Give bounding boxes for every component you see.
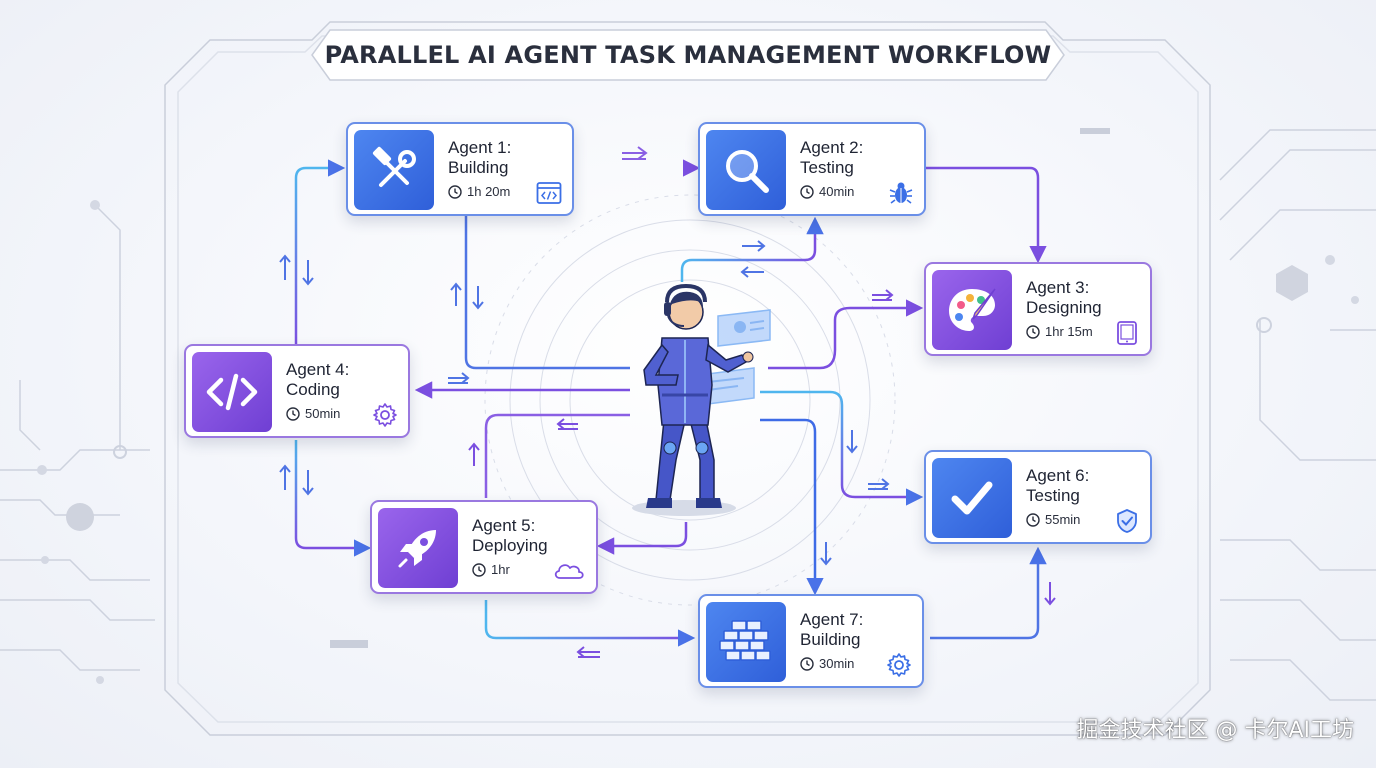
duration-value: 55min xyxy=(1045,512,1081,527)
bricks-icon xyxy=(719,620,771,661)
clock-icon xyxy=(1026,512,1040,527)
agent-card-1[interactable]: Agent 1: Building 1h 20m xyxy=(346,122,574,216)
clock-icon xyxy=(472,562,486,577)
diagram-title: PARALLEL AI AGENT TASK MANAGEMENT WORKFL… xyxy=(324,41,1052,69)
duration: 1hr xyxy=(472,562,510,577)
checkmark-icon xyxy=(951,481,993,515)
clock-icon xyxy=(286,406,300,421)
agent-task: Testing xyxy=(1026,486,1080,505)
duration-value: 50min xyxy=(305,406,341,421)
tile-agent-2 xyxy=(706,130,786,210)
tile-agent-1 xyxy=(354,130,434,210)
clock-icon xyxy=(800,656,814,671)
shield-check-icon xyxy=(1117,509,1137,533)
duration: 1hr 15m xyxy=(1026,324,1093,339)
clock-icon xyxy=(800,184,814,199)
agent-name: Agent 5: xyxy=(472,516,536,535)
left-dots xyxy=(37,200,368,684)
duration: 1h 20m xyxy=(448,184,510,199)
manager-body xyxy=(643,283,754,508)
rocket-icon xyxy=(398,530,436,568)
outer-frame xyxy=(164,21,1211,736)
agent-card-7[interactable]: Agent 7: Building 30min xyxy=(698,594,924,688)
clock-icon xyxy=(448,184,462,199)
right-dots xyxy=(1080,128,1359,333)
agent-card-6[interactable]: Agent 6: Testing 55min xyxy=(924,450,1152,544)
duration-value: 40min xyxy=(819,184,855,199)
magnifier-icon xyxy=(726,150,769,193)
hammer-wrench-icon xyxy=(372,146,416,187)
tile-agent-6 xyxy=(932,458,1012,538)
tile-agent-4 xyxy=(192,352,272,432)
agent-task: Testing xyxy=(800,158,854,177)
agent-card-2[interactable]: Agent 2: Testing 40min xyxy=(698,122,926,216)
direction-hints xyxy=(279,146,1056,658)
duration-value: 30min xyxy=(819,656,855,671)
agent-task: Designing xyxy=(1026,298,1102,317)
tile-agent-7 xyxy=(706,602,786,682)
agent-task: Coding xyxy=(286,380,340,399)
tile-agent-3 xyxy=(932,270,1012,350)
gear-icon xyxy=(887,653,911,677)
agent-card-5[interactable]: Agent 5: Deploying 1hr xyxy=(370,500,598,594)
code-brackets-icon xyxy=(206,373,258,411)
agent-card-3[interactable]: Agent 3: Designing 1hr 15m xyxy=(924,262,1152,356)
duration: 40min xyxy=(800,184,854,199)
agent-card-4[interactable]: Agent 4: Coding 50min xyxy=(184,344,410,438)
code-window-icon xyxy=(536,182,562,204)
clock-icon xyxy=(1026,324,1040,339)
concentric-rings xyxy=(484,194,896,606)
gear-icon xyxy=(373,403,397,427)
duration: 30min xyxy=(800,656,854,671)
duration-value: 1hr xyxy=(491,562,510,577)
watermark: 掘金技术社区 @ 卡尔AI工坊 xyxy=(1076,718,1354,743)
agent-name: Agent 2: xyxy=(800,138,864,157)
right-circuitry xyxy=(1219,129,1376,701)
agent-name: Agent 4: xyxy=(286,360,350,379)
agent-name: Agent 3: xyxy=(1026,278,1090,297)
agent-task: Building xyxy=(800,630,861,649)
duration: 50min xyxy=(286,406,340,421)
agent-name: Agent 7: xyxy=(800,610,864,629)
cloud-icon xyxy=(554,564,584,579)
tablet-icon xyxy=(1117,321,1137,345)
agent-name: Agent 1: xyxy=(448,138,512,157)
agent-name: Agent 6: xyxy=(1026,466,1090,485)
tile-agent-5 xyxy=(378,508,458,588)
agent-task: Deploying xyxy=(472,536,548,555)
hologram-screen-top xyxy=(717,309,771,347)
left-circuitry xyxy=(0,204,155,671)
flow-connections xyxy=(294,159,1047,647)
duration: 55min xyxy=(1026,512,1080,527)
duration-value: 1h 20m xyxy=(467,184,511,199)
duration-value: 1hr 15m xyxy=(1045,324,1093,339)
palette-brush-icon xyxy=(949,288,996,331)
agent-task: Building xyxy=(448,158,509,177)
title-plate-frame xyxy=(311,29,1065,81)
bug-icon xyxy=(889,182,913,204)
